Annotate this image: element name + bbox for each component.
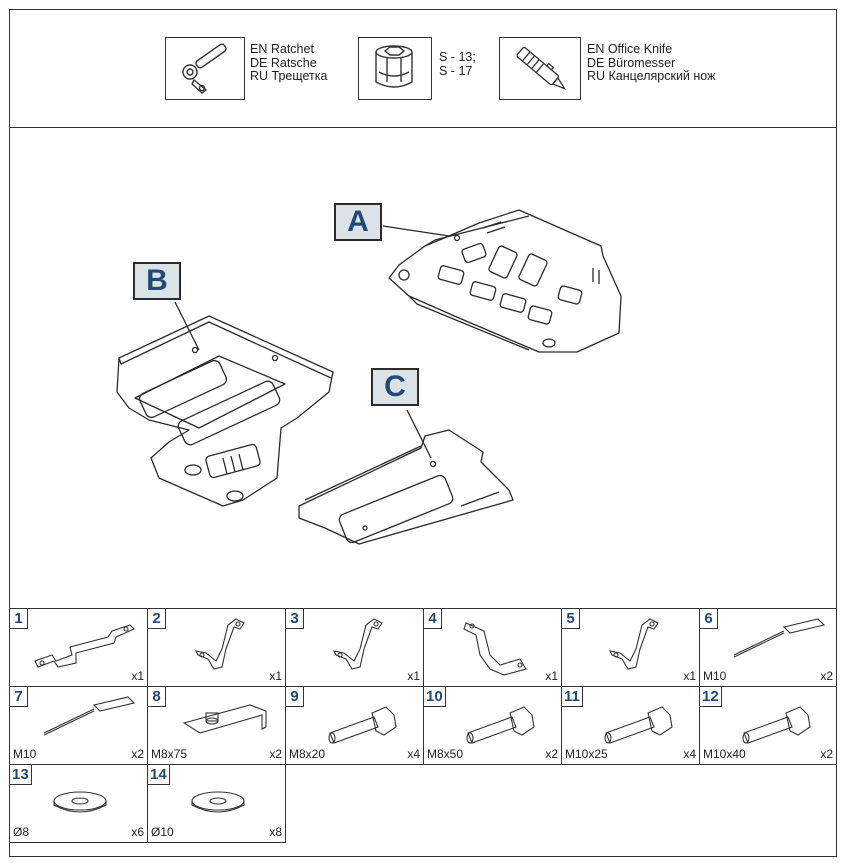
item-number: 11 (562, 687, 583, 707)
item-number: 3 (286, 609, 304, 629)
item-spec: Ø8 (13, 825, 30, 839)
item-quantity: x6 (131, 825, 144, 839)
leader-line-c (406, 409, 432, 459)
bracket-angled-icon (195, 618, 245, 670)
part-b-drawing (116, 315, 334, 507)
leader-line-b (174, 301, 200, 351)
item-number: 7 (10, 687, 28, 707)
item-spec: M10 (13, 747, 37, 761)
item-spec: Ø10 (151, 825, 174, 839)
item-spec: M8x50 (427, 747, 464, 761)
bracket-angled-icon (609, 618, 659, 670)
hardware-item-3: 3 x1 (285, 608, 424, 687)
item-spec: M8x75 (151, 747, 188, 761)
item-quantity: x1 (131, 669, 144, 683)
item-quantity: x1 (407, 669, 420, 683)
hardware-item-4: 4 x1 (423, 608, 562, 687)
item-number: 12 (700, 687, 722, 707)
item-spec: M10x25 (565, 747, 608, 761)
item-quantity: x8 (269, 825, 282, 839)
ratchet-icon (182, 43, 227, 94)
part-label-b: B (133, 262, 181, 300)
item-quantity: x4 (683, 747, 696, 761)
item-number: 2 (148, 609, 166, 629)
wire-insert-icon (733, 618, 826, 658)
ratchet-tool-box (165, 37, 245, 100)
item-quantity: x2 (820, 747, 833, 761)
hardware-item-1: 1 x1 (9, 608, 148, 687)
bracket-angled-icon (333, 618, 383, 670)
bracket-u-icon (463, 622, 527, 676)
ratchet-de-text: DE Ratsche (250, 55, 317, 70)
socket-size-2: S - 17 (439, 63, 473, 78)
bracket-long-icon (34, 624, 135, 668)
ratchet-ru-text: RU Трещетка (250, 69, 328, 83)
instruction-sheet-frame (9, 9, 837, 857)
item-quantity: x1 (269, 669, 282, 683)
washer-icon (53, 791, 107, 813)
hardware-item-2: 2 x1 (147, 608, 286, 687)
part-a-drawing (388, 209, 622, 353)
bolt-icon (742, 706, 811, 744)
skid-plate-illustration (116, 209, 622, 545)
washer-icon (191, 791, 245, 813)
hardware-item-5: 5 x1 (561, 608, 700, 687)
item-number: 9 (286, 687, 304, 707)
knife-de-text: DE Büromesser (587, 55, 676, 70)
bolt-icon (328, 706, 397, 744)
item-spec: M8x20 (289, 747, 326, 761)
part-label-c: C (371, 368, 419, 406)
item-quantity: x2 (269, 747, 282, 761)
knife-ru-text: RU Канцелярский нож (587, 69, 716, 83)
part-c-drawing (298, 429, 514, 545)
item-spec: M10 (703, 669, 727, 683)
divider (9, 127, 837, 128)
item-quantity: x1 (683, 669, 696, 683)
item-quantity: x2 (820, 669, 833, 683)
knife-tool-box (499, 37, 581, 100)
office-knife-icon (516, 46, 567, 90)
item-number: 4 (424, 609, 442, 629)
item-number: 14 (148, 765, 170, 785)
item-quantity: x2 (131, 747, 144, 761)
item-number: 1 (10, 609, 28, 629)
socket-size-1: S - 13; (439, 50, 476, 64)
socket-tool-box (358, 37, 432, 100)
part-label-a: A (334, 203, 382, 241)
leader-line-a (382, 225, 450, 237)
bolt-icon (466, 706, 535, 744)
item-quantity: x2 (545, 747, 558, 761)
ratchet-en-text: EN Ratchet (250, 42, 314, 56)
bolt-icon (604, 706, 673, 744)
item-quantity: x1 (545, 669, 558, 683)
wire-insert-icon (43, 696, 136, 736)
item-spec: M10x40 (703, 747, 746, 761)
plate-nut-icon (182, 704, 267, 734)
item-number: 10 (424, 687, 446, 707)
item-number: 8 (148, 687, 166, 707)
knife-en-text: EN Office Knife (587, 42, 673, 56)
item-number: 6 (700, 609, 718, 629)
item-number: 5 (562, 609, 580, 629)
item-quantity: x4 (407, 747, 420, 761)
item-number: 13 (10, 765, 32, 785)
socket-icon (375, 45, 413, 88)
